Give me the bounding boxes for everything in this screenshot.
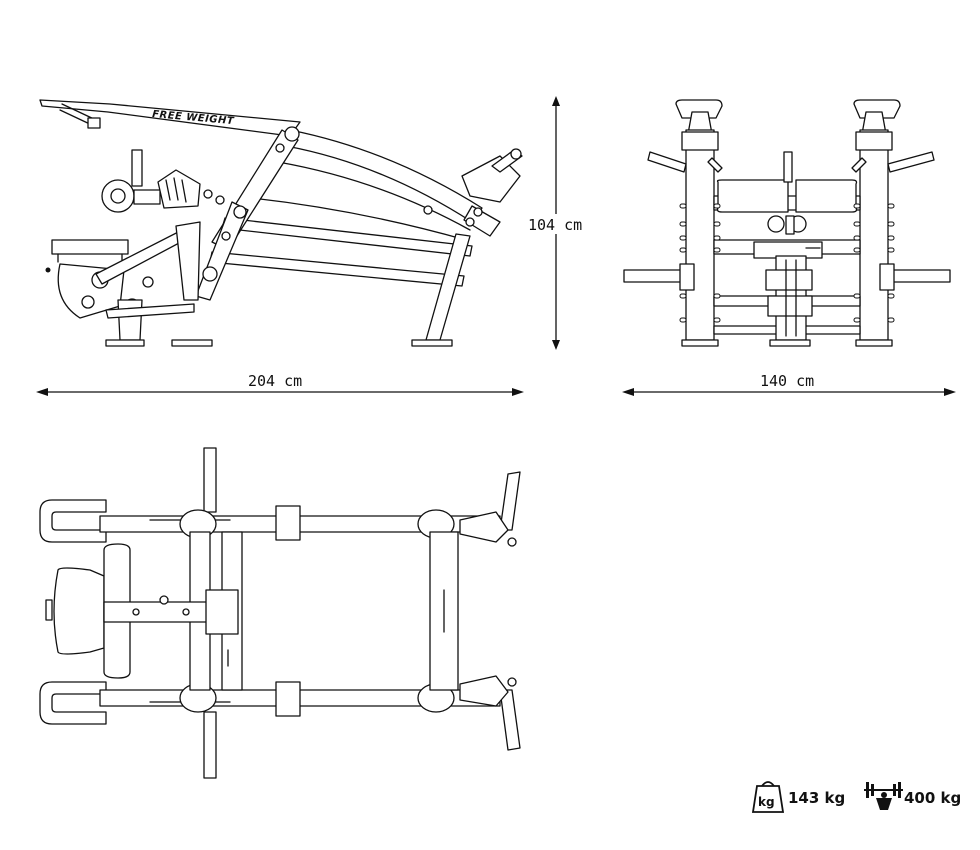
front-pad-right [795,179,858,213]
machine-weight-value: 143 kg [788,789,845,807]
brand-label: FREE WEIGHT [152,109,235,127]
height-label: 104 cm [528,216,582,234]
side-foot-left [105,339,145,347]
width-label: 140 cm [760,372,814,390]
side-arc-frame [285,129,483,223]
front-pad-left [716,179,789,213]
weight-unit-label: kg [758,795,775,809]
side-foot-mid [171,339,213,347]
barbell-load-icon [864,782,903,810]
top-seat-pad [53,567,105,655]
side-seat-pad [51,239,129,255]
length-dimension: 204 cm [36,372,524,396]
length-label: 204 cm [248,372,302,390]
top-view [39,447,521,779]
front-view [623,99,951,347]
width-dimension: 140 cm [622,372,956,396]
side-foot-rear [411,339,453,347]
side-view: FREE WEIGHT [39,99,523,347]
height-dimension: 104 cm [528,96,582,350]
side-top-rail: FREE WEIGHT [39,99,301,137]
weight-bag-icon: kg [751,781,785,813]
max-load-value: 400 kg [904,789,961,807]
